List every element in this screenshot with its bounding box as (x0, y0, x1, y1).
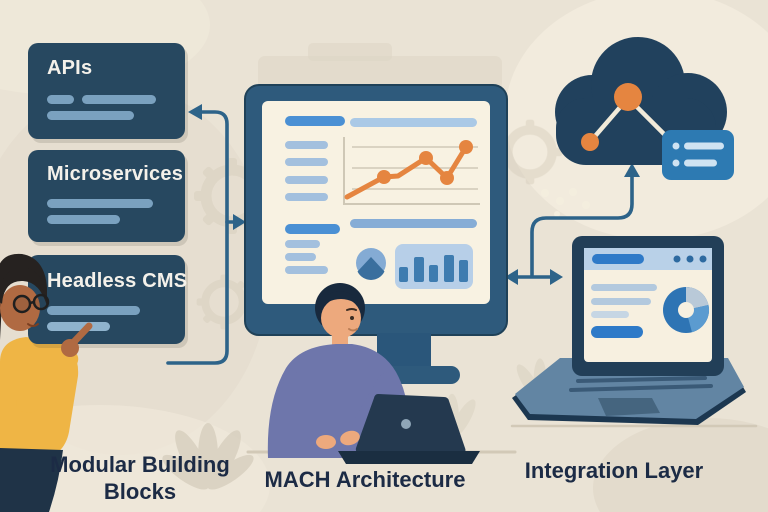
monitor-icon (244, 84, 508, 384)
card-title: Microservices (47, 163, 184, 185)
placeholder-line (47, 306, 140, 315)
caption-integration-layer: Integration Layer (524, 458, 704, 483)
card-microservices: Microservices (28, 150, 185, 242)
arrow-up-icon (624, 163, 640, 177)
connector-arrows (166, 104, 640, 365)
placeholder-line (47, 111, 134, 120)
person-pointing-legs (0, 448, 63, 512)
network-nodes-icon (581, 83, 670, 151)
caption-line: Blocks (103, 479, 177, 504)
browser-header-bar (584, 248, 712, 270)
up-to-cloud-line (530, 174, 634, 277)
arrow-right-icon (550, 269, 563, 285)
browser-dots (673, 255, 707, 263)
caption-mach-architecture: MACH Architecture (264, 467, 466, 492)
arrow-left-icon (188, 104, 202, 120)
card-apis: APIs (28, 43, 185, 139)
hand (316, 435, 336, 449)
card-headless-cms: Headless CMS (28, 255, 188, 344)
decorative-dots (541, 188, 590, 217)
hand (340, 430, 360, 446)
placeholder-line (47, 199, 153, 208)
face (321, 298, 361, 338)
laptop-trackpad (598, 398, 660, 416)
placeholder-line (47, 215, 120, 224)
pie-chart-icon (356, 248, 386, 280)
arrow-right-icon (233, 214, 246, 230)
arrow-left-icon (505, 269, 518, 285)
cloud-icon (555, 37, 734, 180)
laptop-icon (338, 394, 480, 464)
line-chart-icon (343, 137, 480, 205)
list-card-icon (662, 130, 734, 180)
placeholder-line (82, 95, 156, 104)
laptop-icon (512, 236, 746, 425)
placeholder-line (47, 95, 74, 104)
bar-chart-icon (395, 244, 473, 289)
card-title: APIs (47, 57, 93, 79)
person-typing-icon (267, 283, 480, 464)
placeholder-line (47, 322, 110, 331)
card-title: Headless CMS (47, 270, 188, 292)
caption-line: Modular Building (50, 452, 230, 477)
left-connector-line (166, 110, 229, 365)
caption-modular-building-blocks: Modular Building Blocks (20, 451, 260, 505)
screen-text-placeholders (285, 116, 345, 274)
donut-chart-icon (663, 286, 710, 333)
